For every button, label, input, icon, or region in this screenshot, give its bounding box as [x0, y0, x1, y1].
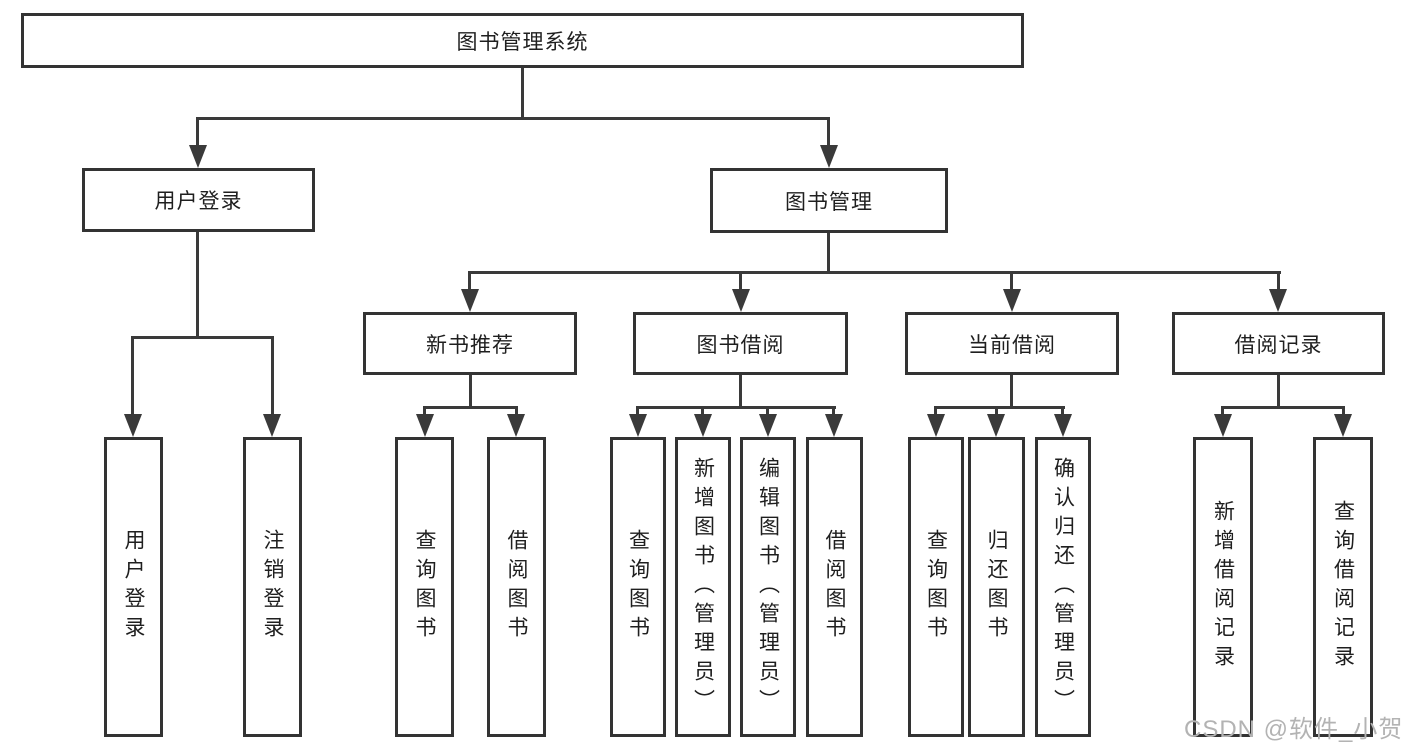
connector-line	[739, 271, 742, 291]
arrowhead-down-icon	[461, 289, 479, 312]
connector-line	[521, 68, 524, 119]
leaf-recommend-query-books: 查询图书	[395, 437, 454, 737]
node-label: 图书管理系统	[456, 30, 589, 54]
leaf-label: 确认归还（管理员）	[1051, 456, 1075, 718]
connector-line	[196, 117, 830, 120]
connector-line	[1221, 406, 1224, 416]
leaf-label: 借阅图书	[823, 529, 846, 645]
connector-line	[515, 406, 518, 416]
connector-line	[423, 406, 426, 416]
leaf-edit-books-admin: 编辑图书（管理员）	[740, 437, 796, 737]
arrowhead-down-icon	[1334, 414, 1352, 437]
connector-line	[423, 406, 518, 409]
connector-line	[1221, 406, 1345, 409]
connector-line	[832, 406, 835, 416]
connector-line	[1277, 271, 1280, 291]
arrowhead-down-icon	[732, 289, 750, 312]
node-book-borrow: 图书借阅	[633, 312, 848, 375]
leaf-query-borrow-record: 查询借阅记录	[1313, 437, 1373, 737]
arrowhead-down-icon	[694, 414, 712, 437]
connector-line	[766, 406, 769, 416]
node-label: 图书管理	[785, 190, 873, 214]
arrowhead-down-icon	[189, 145, 207, 168]
node-label: 用户登录	[154, 190, 243, 213]
arrowhead-down-icon	[927, 414, 945, 437]
leaf-borrow-books: 借阅图书	[806, 437, 863, 737]
arrowhead-down-icon	[1214, 414, 1232, 437]
csdn-watermark: CSDN @软件_小贺同学	[1184, 716, 1405, 743]
connector-line	[196, 117, 199, 147]
arrowhead-down-icon	[629, 414, 647, 437]
connector-line	[827, 233, 830, 274]
connector-line	[1061, 406, 1064, 416]
arrowhead-down-icon	[416, 414, 434, 437]
connector-line	[1277, 375, 1280, 408]
node-user-login: 用户登录	[82, 168, 315, 232]
leaf-add-books-admin: 新增图书（管理员）	[675, 437, 731, 737]
connector-line	[468, 271, 1281, 274]
arrowhead-down-icon	[263, 414, 281, 437]
connector-line	[131, 336, 274, 339]
node-label: 借阅记录	[1234, 333, 1323, 357]
connector-line	[1342, 406, 1345, 416]
connector-line	[701, 406, 704, 416]
node-label: 图书借阅	[696, 333, 785, 357]
leaf-label: 查询图书	[924, 529, 948, 645]
arrowhead-down-icon	[1269, 289, 1287, 312]
node-label: 当前借阅	[968, 333, 1056, 357]
arrowhead-down-icon	[759, 414, 777, 437]
node-system-root: 图书管理系统	[21, 13, 1024, 68]
arrowhead-down-icon	[124, 414, 142, 437]
node-label: 新书推荐	[426, 333, 514, 357]
connector-line	[469, 375, 472, 408]
leaf-label: 借阅图书	[505, 529, 528, 645]
connector-line	[995, 406, 998, 416]
leaf-borrow-query-books: 查询图书	[610, 437, 666, 737]
connector-line	[636, 406, 836, 409]
connector-line	[131, 336, 134, 416]
connector-line	[1010, 375, 1013, 408]
leaf-label: 查询图书	[413, 529, 436, 645]
leaf-label: 新增图书（管理员）	[691, 456, 715, 718]
connector-line	[636, 406, 639, 416]
arrowhead-down-icon	[1054, 414, 1072, 437]
leaf-label: 查询图书	[626, 529, 650, 645]
leaf-label: 归还图书	[985, 529, 1008, 645]
arrowhead-down-icon	[507, 414, 525, 437]
leaf-current-query-books: 查询图书	[908, 437, 964, 737]
leaf-add-borrow-record: 新增借阅记录	[1193, 437, 1253, 737]
leaf-label: 新增借阅记录	[1211, 500, 1235, 674]
node-borrow-records: 借阅记录	[1172, 312, 1385, 375]
leaf-recommend-borrow-books: 借阅图书	[487, 437, 546, 737]
node-current-borrow: 当前借阅	[905, 312, 1119, 375]
leaf-user-login: 用户登录	[104, 437, 163, 737]
leaf-label: 注销登录	[261, 529, 284, 645]
leaf-logout: 注销登录	[243, 437, 302, 737]
connector-line	[196, 232, 199, 339]
connector-line	[468, 271, 471, 291]
leaf-label: 编辑图书（管理员）	[756, 456, 780, 718]
arrowhead-down-icon	[825, 414, 843, 437]
connector-line	[934, 406, 937, 416]
node-book-management: 图书管理	[710, 168, 948, 233]
connector-line	[271, 336, 274, 416]
leaf-label: 查询借阅记录	[1331, 500, 1355, 674]
connector-line	[934, 406, 1065, 409]
arrowhead-down-icon	[987, 414, 1005, 437]
node-new-book-recommend: 新书推荐	[363, 312, 577, 375]
arrowhead-down-icon	[820, 145, 838, 168]
leaf-label: 用户登录	[122, 529, 145, 645]
connector-line	[827, 117, 830, 147]
leaf-return-books: 归还图书	[968, 437, 1025, 737]
leaf-confirm-return-admin: 确认归还（管理员）	[1035, 437, 1091, 737]
connector-line	[1010, 271, 1013, 291]
arrowhead-down-icon	[1003, 289, 1021, 312]
connector-line	[739, 375, 742, 408]
